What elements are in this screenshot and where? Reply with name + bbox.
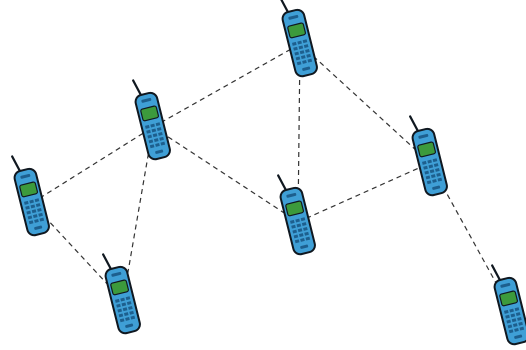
link-phone-2-phone-4: [152, 43, 301, 128]
mobile-phone-icon: [406, 110, 450, 198]
link-phone-2-phone-5: [152, 126, 299, 223]
mobile-phone-icon: [488, 259, 526, 347]
link-phone-1-phone-2: [31, 126, 154, 204]
mobile-phone-icon: [274, 169, 318, 257]
link-phone-5-phone-6: [297, 162, 431, 223]
link-phone-4-phone-6: [299, 43, 431, 164]
network-nodes: [8, 0, 526, 347]
mobile-phone-icon: [99, 248, 143, 336]
mobile-phone-icon: [8, 150, 52, 238]
mobile-phone-icon: [276, 0, 320, 79]
mobile-phone-icon: [129, 74, 173, 162]
